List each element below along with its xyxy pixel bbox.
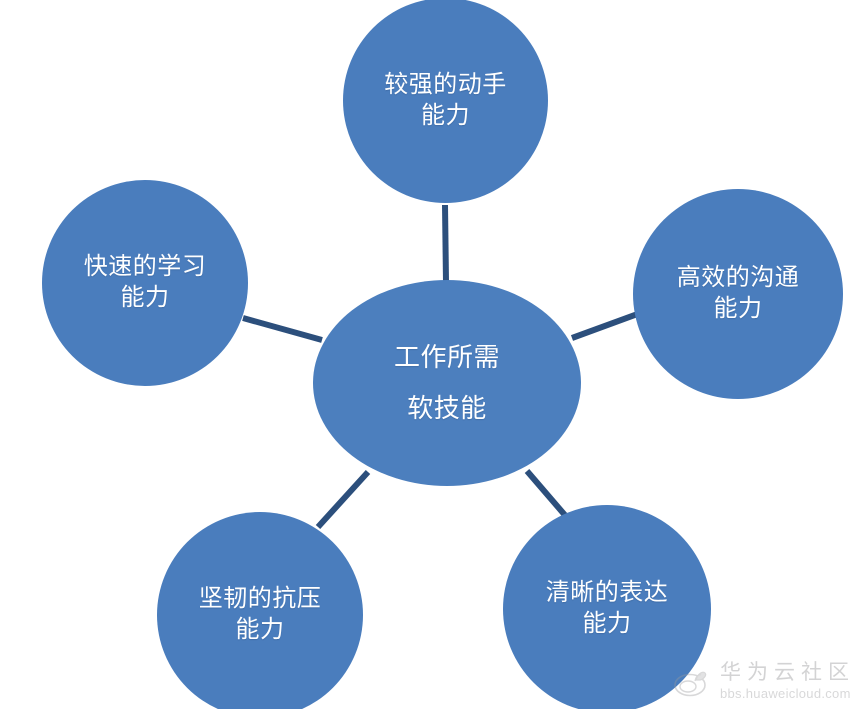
node-lower-left[interactable]: 坚韧的抗压 能力	[157, 512, 363, 709]
node-center-hub[interactable]: 工作所需 软技能	[313, 280, 581, 486]
node-upper-left-label-line1: 快速的学习	[83, 253, 207, 281]
node-center-label-line2: 软技能	[407, 393, 487, 423]
connector-center-left	[242, 315, 323, 343]
node-lower-right[interactable]: 清晰的表达 能力	[503, 505, 711, 709]
connector-center-top	[442, 204, 449, 283]
connector-center-right	[570, 309, 645, 341]
connector-center-bottom-left	[315, 469, 371, 530]
connector-center-bottom-right	[524, 469, 573, 523]
node-center-label-line1: 工作所需	[393, 342, 500, 373]
node-upper-right[interactable]: 高效的沟通 能力	[633, 189, 843, 399]
node-lower-right-label-line2: 能力	[582, 610, 632, 637]
node-upper-left[interactable]: 快速的学习 能力	[42, 180, 248, 386]
node-lower-left-label-line2: 能力	[235, 616, 285, 643]
node-top[interactable]: 较强的动手 能力	[343, 0, 548, 203]
node-lower-left-label-line1: 坚韧的抗压	[198, 585, 322, 613]
node-upper-right-label-line1: 高效的沟通	[676, 264, 800, 292]
node-upper-left-label-line2: 能力	[120, 284, 170, 311]
node-upper-right-label-line2: 能力	[713, 295, 763, 322]
node-lower-right-label-line1: 清晰的表达	[545, 579, 669, 607]
node-top-label-line1: 较强的动手	[384, 70, 507, 98]
node-top-label-line2: 能力	[421, 101, 470, 129]
